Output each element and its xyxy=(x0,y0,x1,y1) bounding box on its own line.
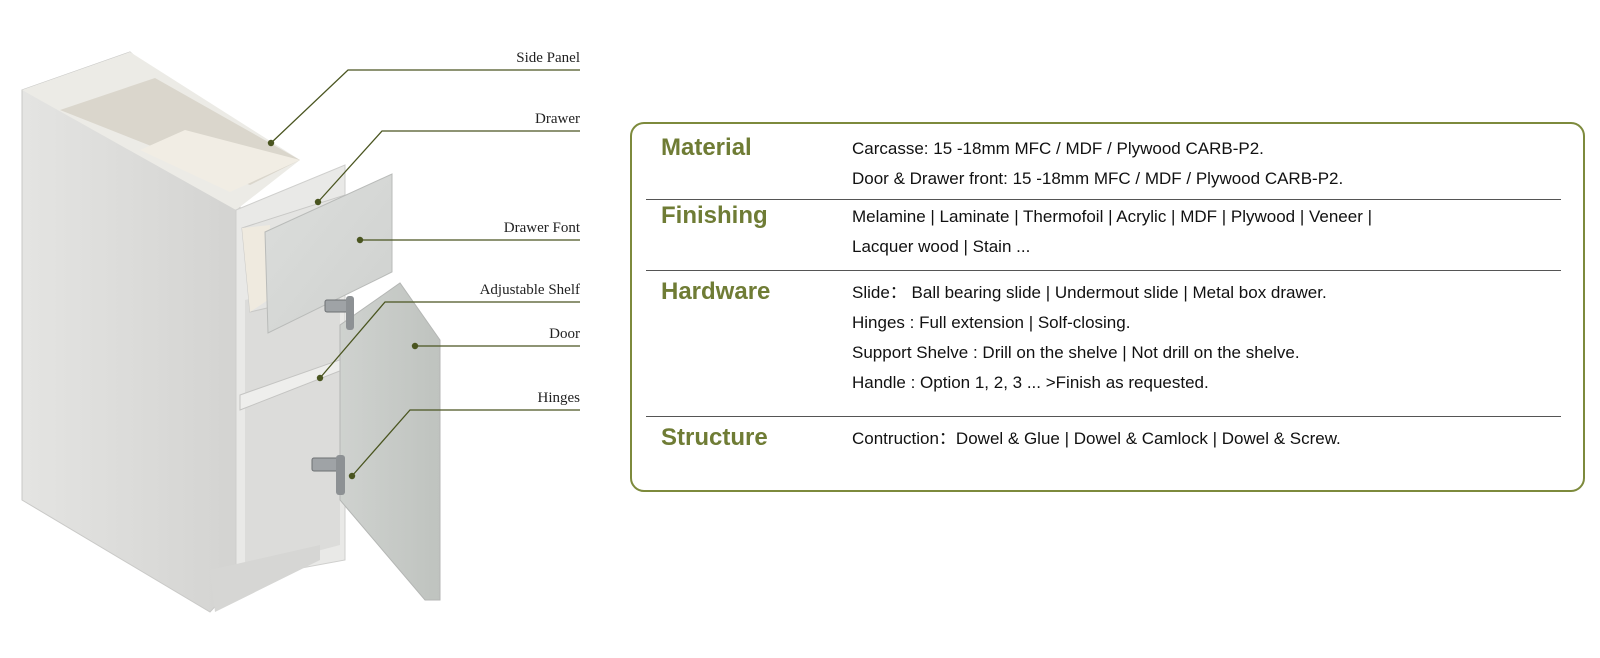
label-door: Door xyxy=(549,326,580,342)
spec-line: Carcasse: 15 -18mm MFC / MDF / Plywood C… xyxy=(852,139,1264,158)
leader-dot-side-panel xyxy=(267,139,275,147)
spec-lines-structure: Contruction：Dowel & Glue | Dowel & Camlo… xyxy=(852,424,1561,454)
spec-title-structure: Structure xyxy=(661,424,768,451)
leader-dot-hinges xyxy=(348,472,356,480)
spec-line: Support Shelve : Drill on the shelve | N… xyxy=(852,343,1300,362)
label-side-panel: Side Panel xyxy=(516,50,580,66)
spec-divider xyxy=(646,270,1561,271)
spec-lines-finishing: Melamine | Laminate | Thermofoil | Acryl… xyxy=(852,202,1561,262)
drawer-front xyxy=(264,173,393,334)
spec-line: Door & Drawer front: 15 -18mm MFC / MDF … xyxy=(852,169,1344,188)
leader-dot-door xyxy=(411,342,419,350)
spec-lines-hardware: Slide： Ball bearing slide | Undermout sl… xyxy=(852,278,1561,398)
cabinet-top xyxy=(22,52,300,210)
label-drawer-font: Drawer Font xyxy=(503,220,580,236)
spec-divider xyxy=(646,416,1561,417)
leader-side-panel xyxy=(270,69,580,144)
spec-line: Lacquer wood | Stain ... xyxy=(852,237,1031,256)
spec-lines-material: Carcasse: 15 -18mm MFC / MDF / Plywood C… xyxy=(852,134,1561,194)
hinge-top xyxy=(324,296,354,330)
leader-adjustable-shelf xyxy=(319,301,580,379)
leader-dot-adjustable-shelf xyxy=(316,374,324,382)
leader-drawer xyxy=(317,130,580,203)
label-drawer: Drawer xyxy=(535,111,580,127)
spec-title-finishing: Finishing xyxy=(661,202,768,229)
leader-dot-drawer-font xyxy=(356,236,364,244)
cabinet-diagram xyxy=(21,51,580,613)
spec-line: Hinges : Full extension | Solf-closing. xyxy=(852,313,1131,332)
label-adjustable-shelf: Adjustable Shelf xyxy=(479,282,580,298)
spec-title-hardware: Hardware xyxy=(661,278,771,305)
spec-line: Slide： Ball bearing slide | Undermout sl… xyxy=(852,283,1327,302)
spec-divider xyxy=(646,199,1561,200)
leader-hinges xyxy=(351,409,580,477)
leader-dot-drawer xyxy=(314,198,322,206)
hinge-bottom xyxy=(311,455,345,495)
spec-line: Melamine | Laminate | Thermofoil | Acryl… xyxy=(852,207,1373,226)
cabinet-plinth xyxy=(210,545,320,612)
spec-title-material: Material xyxy=(661,134,752,161)
spec-line: Contruction：Dowel & Glue | Dowel & Camlo… xyxy=(852,429,1341,448)
label-hinges: Hinges xyxy=(537,390,581,406)
spec-line: Handle : Option 1, 2, 3 ... >Finish as r… xyxy=(852,373,1209,392)
spec-table: Material Carcasse: 15 -18mm MFC / MDF / … xyxy=(630,122,1585,492)
cabinet-door xyxy=(339,282,441,601)
